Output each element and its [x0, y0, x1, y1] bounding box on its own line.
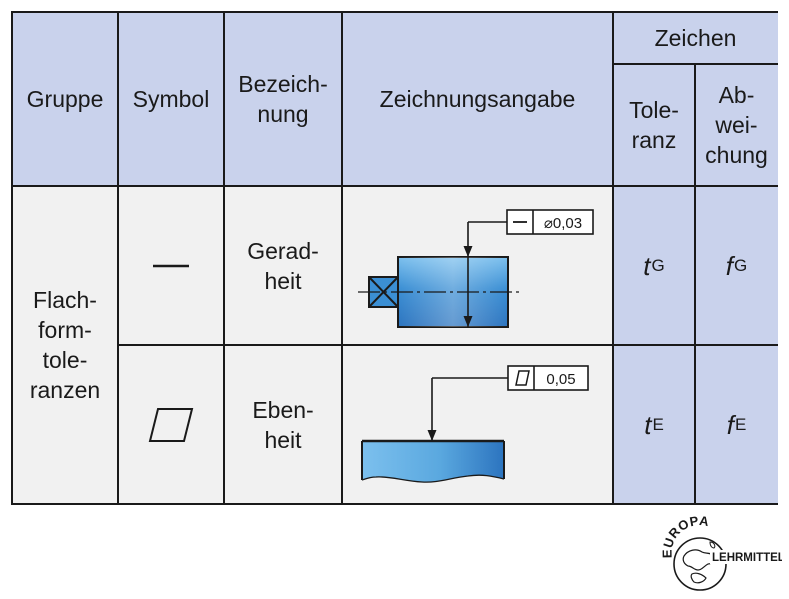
- flatness-icon: [148, 407, 194, 442]
- frame-flatness-icon: [515, 370, 530, 386]
- feature-control-frame-flatness: [507, 365, 589, 391]
- grid-line: [12, 185, 778, 187]
- header-symbol-label: Symbol: [132, 86, 210, 112]
- straightness-drawing: ⌀0,03: [358, 209, 594, 328]
- group-label: Flach- form- tole- ranzen: [29, 287, 101, 403]
- tol-letter: t: [644, 409, 652, 440]
- dev-letter: f: [725, 250, 733, 281]
- grid-line: [341, 11, 343, 505]
- flat-block-part: [362, 441, 504, 483]
- flatness-label: Eben- heit: [252, 396, 314, 453]
- tol-subscript: E: [652, 414, 664, 434]
- header-group: Gruppe: [12, 12, 118, 186]
- straightness-label: Gerad- heit: [247, 237, 319, 294]
- frame-value-flatness: 0,05: [546, 371, 575, 388]
- grid-line: [117, 11, 119, 505]
- grid-line: [12, 503, 778, 505]
- header-background: [12, 12, 778, 186]
- grid-line: [694, 63, 696, 505]
- logo-side-text: LEHRMITTEL: [712, 552, 782, 564]
- grid-line: [612, 11, 614, 505]
- group-cell: Flach- form- tole- ranzen: [12, 186, 118, 504]
- dev-subscript: G: [734, 255, 748, 275]
- row-straightness-drawing: ⌀0,03: [342, 186, 613, 345]
- grid-line: [223, 11, 225, 505]
- header-group-label: Gruppe: [26, 86, 104, 112]
- header-symbol: Symbol: [118, 12, 224, 186]
- header-drawing-label: Zeichnungsangabe: [379, 86, 576, 112]
- grid-line: [118, 344, 778, 346]
- dev-letter: f: [726, 409, 734, 440]
- dev-subscript: E: [734, 414, 747, 434]
- flatness-drawing: 0,05: [361, 365, 589, 483]
- header-designation-label: Bezeich- nung: [238, 71, 328, 127]
- header-tolerance: Tole- ranz: [613, 64, 695, 186]
- header-deviation-label: Ab- wei- chung: [705, 82, 768, 168]
- header-tolerance-label: Tole- ranz: [629, 97, 679, 153]
- frame-value-straightness: ⌀0,03: [544, 215, 582, 232]
- grid-line: [12, 11, 778, 13]
- header-deviation: Ab- wei- chung: [695, 64, 778, 186]
- row-flatness-drawing: 0,05: [342, 345, 613, 504]
- straightness-icon: [153, 264, 189, 267]
- header-sign-label: Zeichen: [654, 25, 737, 51]
- header-designation: Bezeich- nung: [224, 12, 342, 186]
- header-sign: Zeichen: [613, 12, 778, 64]
- row-flatness-symbol: [118, 345, 224, 504]
- header-drawing: Zeichnungsangabe: [342, 12, 613, 186]
- tol-subscript: G: [651, 255, 665, 275]
- row-flatness-designation: Eben- heit: [224, 345, 342, 504]
- grid-line: [11, 11, 13, 505]
- tol-letter: t: [643, 250, 651, 281]
- publisher-logo: EUROPA LEHRMITTEL: [660, 513, 782, 591]
- row-straightness-symbol: [118, 186, 224, 345]
- row-straightness-designation: Gerad- heit: [224, 186, 342, 345]
